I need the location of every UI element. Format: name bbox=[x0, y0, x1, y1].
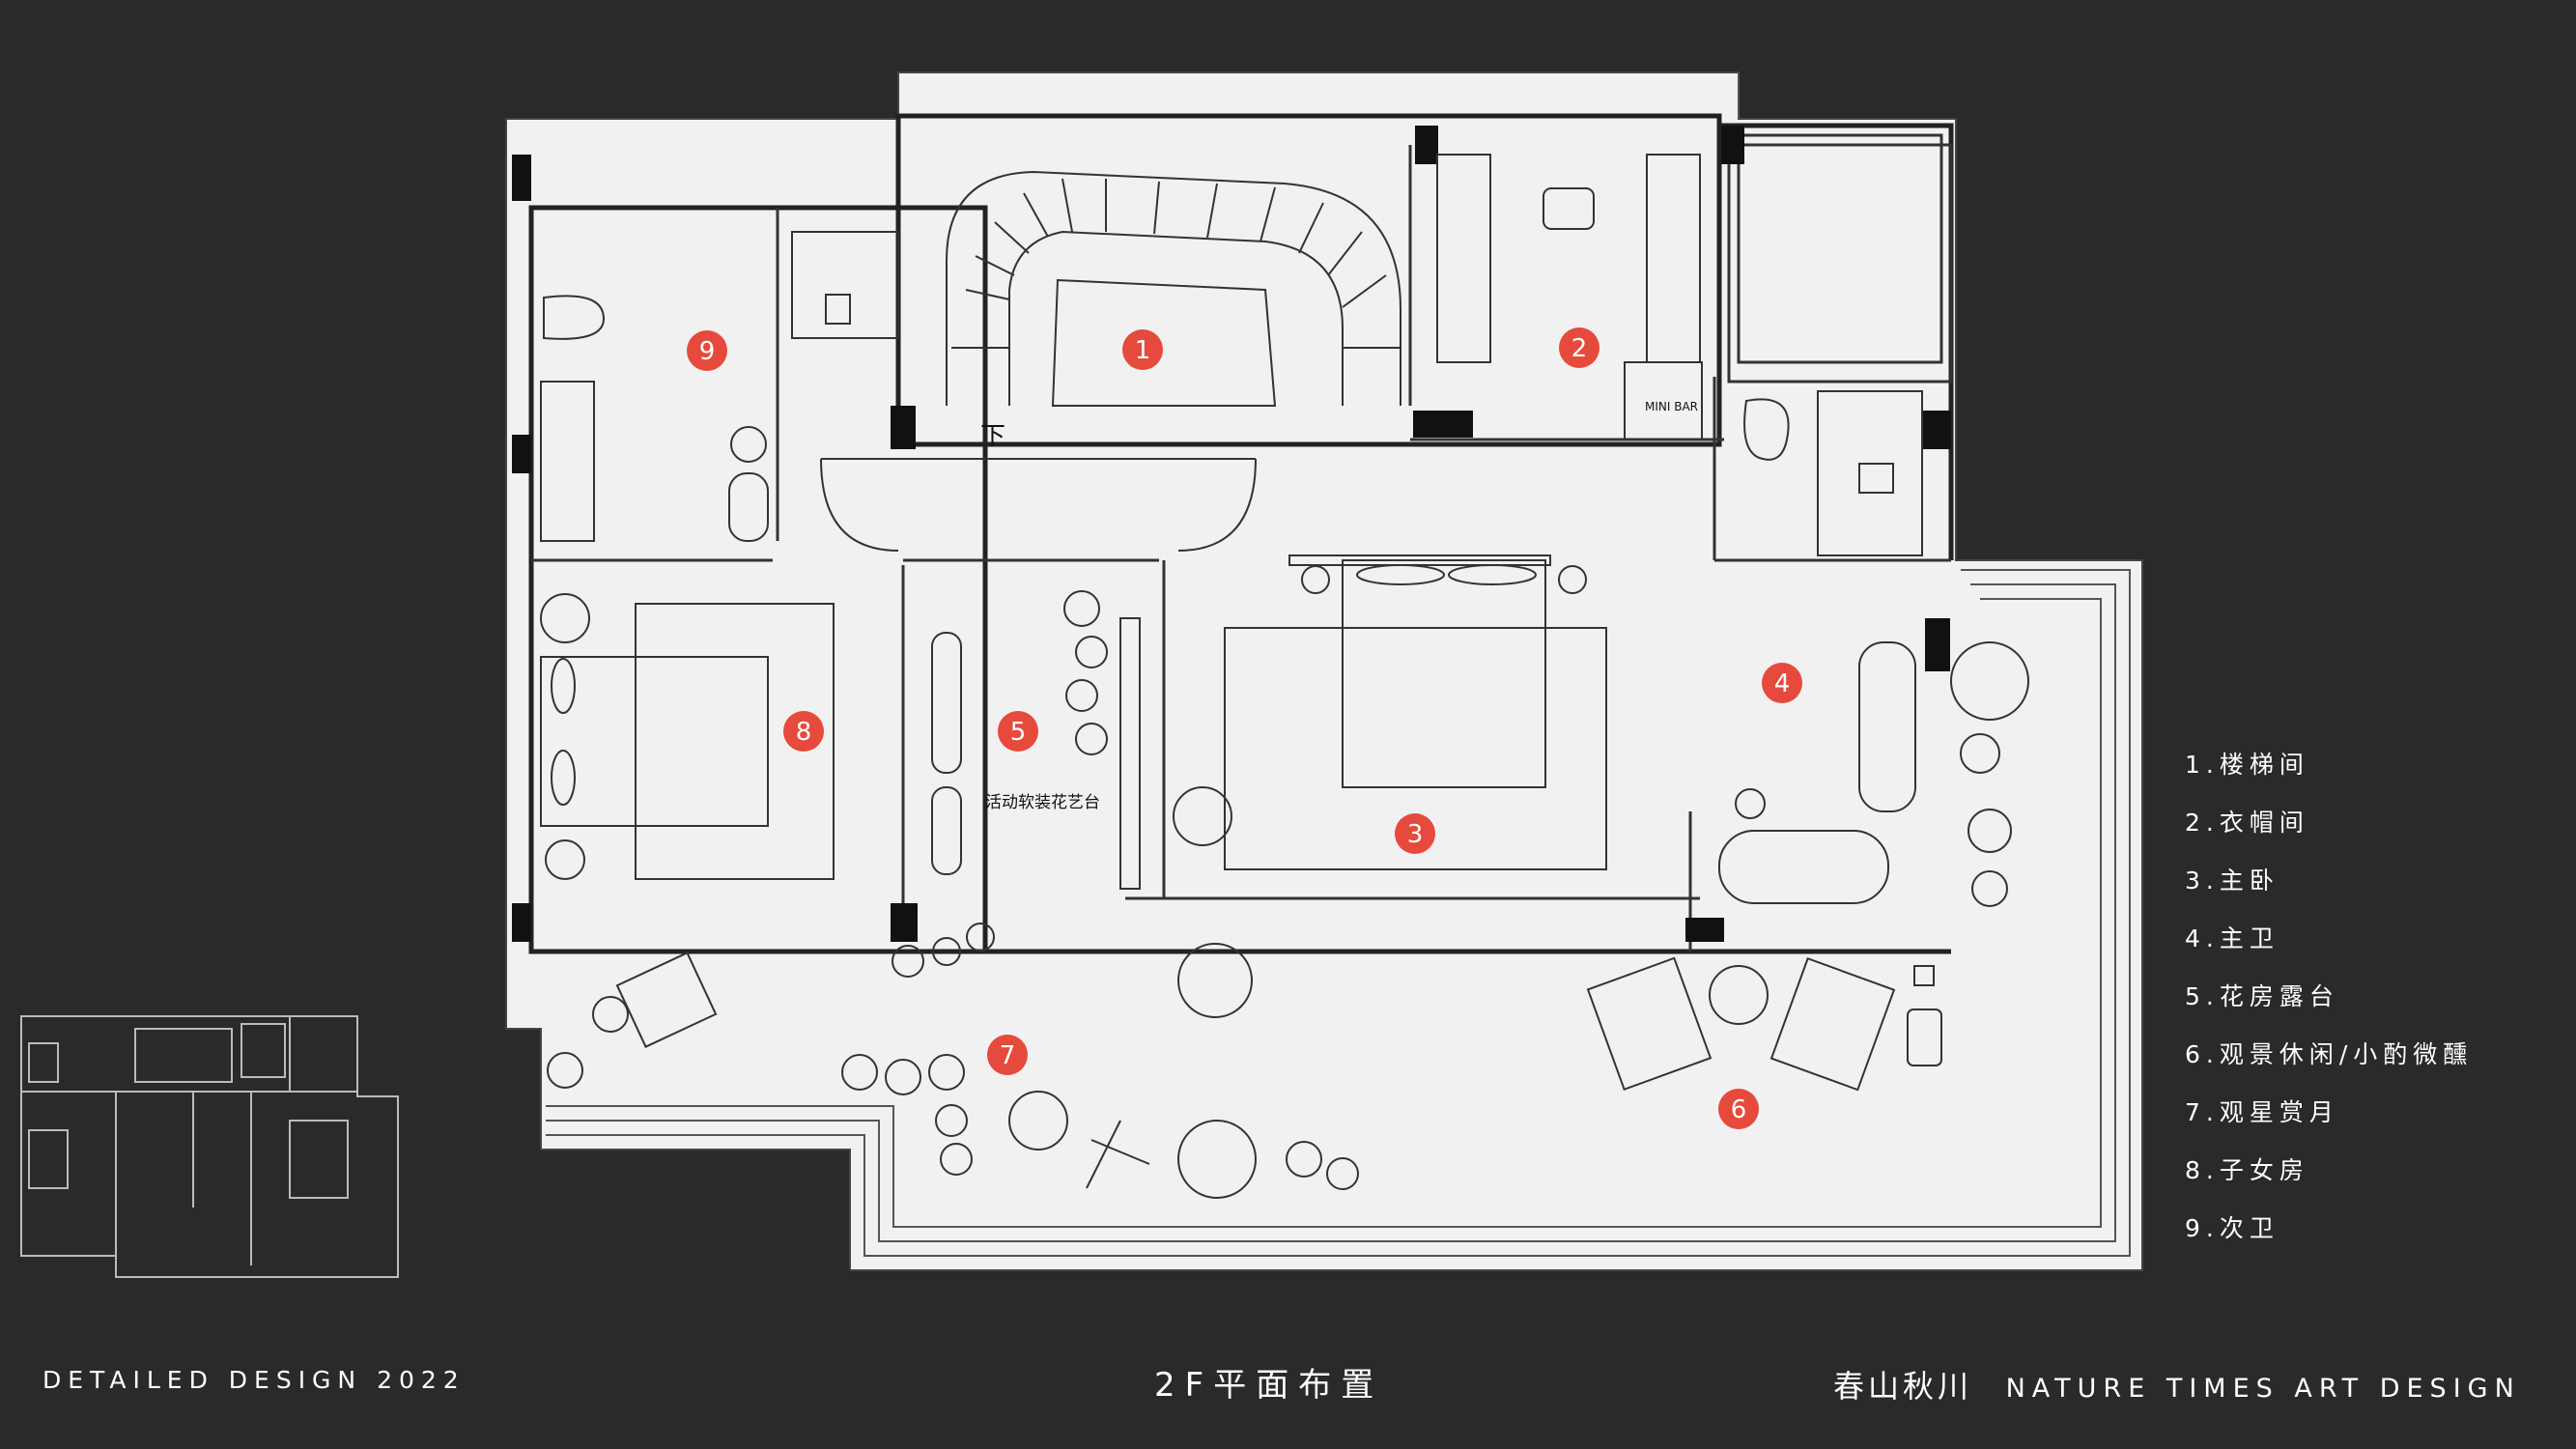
key-plan bbox=[20, 1015, 399, 1278]
floor-footprint bbox=[505, 71, 2143, 1271]
plants bbox=[547, 590, 2029, 1199]
plan-title: 2F平面布置 bbox=[1154, 1366, 1384, 1405]
legend-item-3: 3.主卧 bbox=[2185, 867, 2279, 895]
marker-7: 7 bbox=[1000, 1041, 1016, 1070]
child-bed bbox=[540, 593, 835, 880]
stair-down-label: 下 bbox=[980, 422, 1005, 451]
marker-8: 8 bbox=[796, 718, 812, 747]
legend-item-8: 8.子女房 bbox=[2185, 1156, 2309, 1184]
marker-1: 1 bbox=[1135, 336, 1151, 365]
legend-item-6: 6.观景休闲/小酌微醺 bbox=[2185, 1040, 2474, 1068]
brand-logo: 春山秋川 bbox=[1833, 1368, 1973, 1405]
brand-name: NATURE TIMES ART DESIGN bbox=[2005, 1374, 2521, 1404]
planters bbox=[931, 632, 962, 875]
legend: 1.楼梯间 2.衣帽间 3.主卧 4.主卫 5.花房露台 6.观景休闲/小酌微醺… bbox=[2185, 744, 2473, 1265]
minibar-label: MINI BAR bbox=[1645, 400, 1698, 413]
legend-item-4: 4.主卫 bbox=[2185, 924, 2279, 952]
flower-stand-label: 活动软装花艺台 bbox=[985, 793, 1100, 812]
terrace-furniture bbox=[592, 952, 1942, 1189]
plan-annotations: 活动软装花艺台 下 MINI BAR bbox=[980, 400, 1698, 812]
door-swings bbox=[820, 458, 1257, 552]
legend-item-1: 1.楼梯间 bbox=[2185, 751, 2309, 779]
room-markers: 1 2 3 4 5 6 7 8 9 bbox=[687, 327, 1802, 1129]
marker-2: 2 bbox=[1571, 334, 1588, 363]
footer-brand: 春山秋川 NATURE TIMES ART DESIGN bbox=[1833, 1362, 2521, 1406]
bathroom-fixtures bbox=[543, 231, 1923, 904]
interior-walls bbox=[531, 133, 1953, 952]
marker-3: 3 bbox=[1407, 820, 1424, 849]
columns bbox=[512, 126, 1951, 942]
legend-item-7: 7.观星赏月 bbox=[2185, 1098, 2339, 1126]
marker-9: 9 bbox=[699, 337, 716, 366]
footer-design-year: DETAILED DESIGN 2022 bbox=[42, 1366, 466, 1394]
legend-item-2: 2.衣帽间 bbox=[2185, 809, 2309, 837]
marker-6: 6 bbox=[1731, 1095, 1747, 1124]
marker-5: 5 bbox=[1010, 718, 1027, 747]
legend-item-9: 9.次卫 bbox=[2185, 1214, 2279, 1242]
marker-4: 4 bbox=[1774, 669, 1791, 698]
staircase bbox=[946, 170, 1401, 407]
legend-item-5: 5.花房露台 bbox=[2185, 982, 2339, 1010]
wardrobes bbox=[540, 154, 1703, 542]
master-bed bbox=[1119, 554, 1607, 890]
terrace-borders bbox=[546, 72, 2131, 1257]
